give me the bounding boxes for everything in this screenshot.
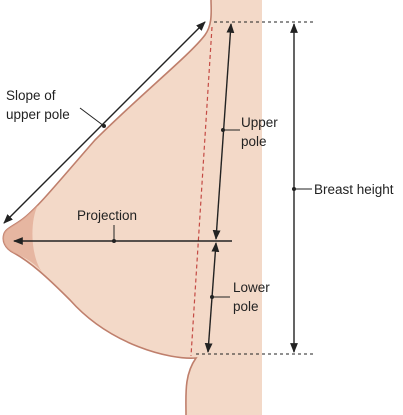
lower-pole-label: Lower pole (233, 278, 270, 316)
projection-label-text: Projection (77, 208, 138, 223)
projection-dot (112, 239, 116, 243)
upper-label-line1: Upper (241, 115, 278, 130)
upper-label-line2: pole (241, 134, 267, 149)
lower-label-line1: Lower (233, 280, 270, 295)
lower-label-line2: pole (233, 299, 259, 314)
white-margin (262, 0, 403, 415)
slope-dot (102, 124, 106, 128)
breast-height-dot (292, 187, 296, 191)
slope-leader-line (79, 107, 105, 127)
upper-pole-label: Upper pole (241, 113, 278, 151)
lower-pole-dot (210, 295, 214, 299)
slope-of-upper-pole-label: Slope of upper pole (6, 86, 70, 124)
slope-label-line2: upper pole (6, 107, 70, 122)
slope-label-line1: Slope of (6, 88, 56, 103)
upper-pole-dot (221, 128, 225, 132)
slope-arrow (3, 21, 206, 224)
breast-height-label: Breast height (314, 180, 394, 199)
projection-label: Projection (77, 206, 137, 225)
breast-height-label-text: Breast height (314, 182, 394, 197)
